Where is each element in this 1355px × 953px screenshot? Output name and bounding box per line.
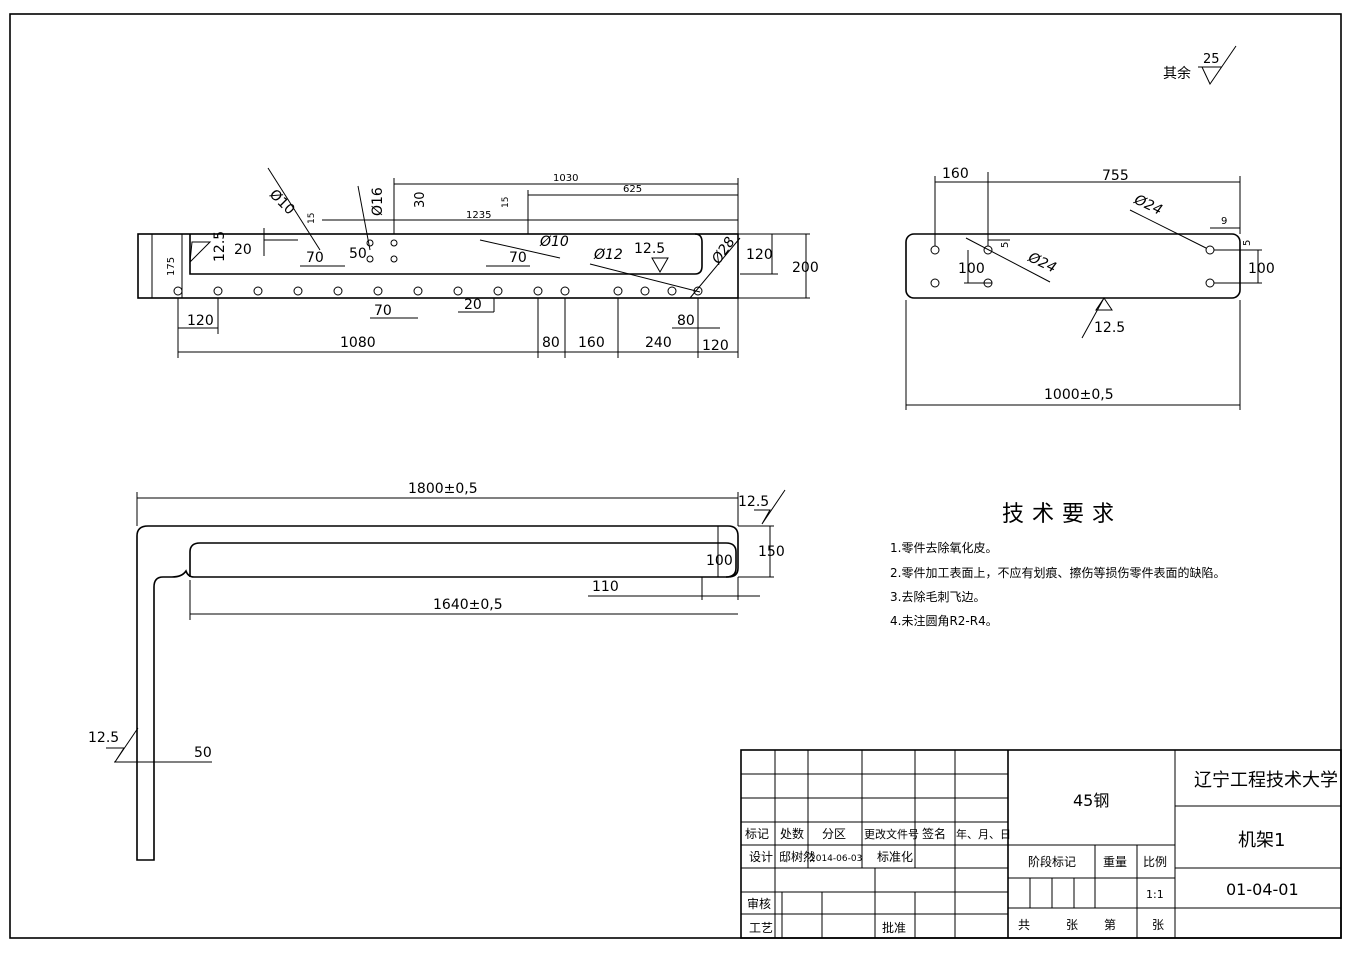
- dim-80-right: 80: [677, 313, 695, 329]
- tb-review: 审核: [747, 896, 771, 911]
- front-dim-150: 150: [758, 544, 785, 560]
- drawing-border: [9, 13, 1342, 939]
- tb-header-count: 处数: [780, 826, 804, 841]
- dim-120-bottom-right: 120: [702, 338, 729, 354]
- side-dim-755: 755: [1102, 168, 1129, 184]
- dim-200: 200: [792, 260, 819, 276]
- dim-120-top-right: 120: [746, 247, 773, 263]
- roughness-prefix: 其余: [1163, 65, 1191, 82]
- tb-weight: 重量: [1103, 855, 1127, 869]
- side-dim-5-left: 5: [1000, 242, 1011, 248]
- side-dim-100-left: 100: [958, 261, 985, 277]
- tb-drawing-no: 01-04-01: [1226, 880, 1299, 899]
- dim-80-bottom: 80: [542, 335, 560, 351]
- tb-header-date: 年、月、日: [956, 827, 1011, 841]
- dim-30: 30: [413, 191, 428, 208]
- technical-requirements: 技术要求 1.零件去除氧化皮。 2.零件加工表面上，不应有划痕、擦伤等损伤零件表…: [890, 502, 1225, 628]
- dim-20-bottom: 20: [464, 297, 482, 313]
- tech-item-4: 4.未注圆角R2-R4。: [890, 613, 998, 628]
- dim-dia12: Ø12: [593, 247, 623, 263]
- dim-20-left: 20: [234, 242, 252, 258]
- dim-dia10-left: Ø10: [266, 187, 298, 219]
- tb-sheets: 张: [1066, 918, 1078, 932]
- front-dim-1640: 1640±0,5: [433, 597, 503, 613]
- dim-15-right: 15: [501, 197, 511, 208]
- dim-175: 175: [166, 257, 177, 276]
- tech-item-2: 2.零件加工表面上，不应有划痕、擦伤等损伤零件表面的缺陷。: [890, 565, 1225, 580]
- front-dim-12.5-top: 12.5: [738, 494, 769, 510]
- tb-sheets2: 张: [1152, 918, 1164, 932]
- tb-approve: 批准: [882, 920, 906, 935]
- hole-row: [173, 239, 703, 296]
- tech-item-1: 1.零件去除氧化皮。: [890, 540, 997, 555]
- dim-1080: 1080: [340, 335, 376, 351]
- tb-designer: 邸树然: [779, 849, 815, 864]
- front-dim-1800: 1800±0,5: [408, 481, 478, 497]
- dim-240: 240: [645, 335, 672, 351]
- side-dim-100-right: 100: [1248, 261, 1275, 277]
- dim-70-c: 70: [509, 250, 527, 266]
- dim-dia10-right: Ø10: [539, 234, 569, 250]
- dim-dia28: Ø28: [708, 234, 738, 268]
- dim-dia16: Ø16: [370, 187, 386, 216]
- tb-header-signature: 签名: [922, 826, 946, 841]
- tb-part-name: 机架1: [1238, 830, 1285, 851]
- tech-item-3: 3.去除毛刺飞边。: [890, 589, 985, 604]
- dim-120-bottom-left: 120: [187, 313, 214, 329]
- dim-12.5-center: 12.5: [634, 241, 665, 257]
- tb-scale: 1:1: [1146, 888, 1164, 901]
- dim-12.5-left: 12.5: [212, 231, 228, 262]
- tb-sheet-no: 第: [1104, 918, 1116, 932]
- title-block: 标记 处数 分区 更改文件号 签名 年、月、日 设计 邸树然 2014-06-0…: [740, 749, 1342, 939]
- front-view: 1800±0,5 12.5 100 150 110 1640±0,5 12.5 …: [88, 481, 786, 861]
- dim-70-a: 70: [306, 250, 324, 266]
- dim-625: 625: [623, 184, 642, 195]
- tb-design-label: 设计: [749, 850, 773, 864]
- top-view: 1030 625 1235 15 15 30 Ø10 Ø16 Ø10 Ø12 Ø…: [137, 167, 819, 358]
- roughness-value: 25: [1203, 52, 1220, 67]
- tb-header-change-doc: 更改文件号: [864, 827, 919, 841]
- side-view: 160 755 Ø24 Ø24 9 5 5 100 100 12.5 1000±…: [905, 166, 1275, 410]
- surface-roughness-note: 其余 25: [1163, 45, 1237, 86]
- front-dim-110: 110: [592, 579, 619, 595]
- dim-1235: 1235: [466, 210, 491, 221]
- side-dim-9: 9: [1221, 216, 1227, 227]
- front-dim-100: 100: [706, 553, 733, 569]
- side-dim-dia24-right: Ø24: [1131, 191, 1165, 218]
- tb-total: 共: [1018, 918, 1030, 932]
- side-dim-160: 160: [942, 166, 969, 182]
- tech-title: 技术要求: [1002, 502, 1122, 527]
- dim-50: 50: [349, 246, 367, 262]
- side-dim-5-right: 5: [1242, 240, 1253, 246]
- tb-date: 2014-06-03: [810, 854, 862, 864]
- front-dim-12.5-left: 12.5: [88, 730, 119, 746]
- tb-school: 辽宁工程技术大学: [1194, 770, 1338, 791]
- side-dim-dia24-left: Ø24: [1025, 249, 1059, 276]
- tb-header-mark: 标记: [745, 827, 769, 841]
- tb-header-zone: 分区: [822, 827, 846, 841]
- side-dim-1000: 1000±0,5: [1044, 387, 1114, 403]
- dim-1030: 1030: [553, 173, 578, 184]
- tb-material: 45钢: [1073, 791, 1109, 810]
- tb-stage-mark: 阶段标记: [1028, 854, 1076, 869]
- tb-standardization: 标准化: [877, 850, 913, 864]
- tb-process: 工艺: [749, 921, 773, 935]
- tb-scale-label: 比例: [1143, 855, 1167, 869]
- side-dim-12.5: 12.5: [1094, 320, 1125, 336]
- dim-70-b: 70: [374, 303, 392, 319]
- dim-160-bottom: 160: [578, 335, 605, 351]
- front-dim-50: 50: [194, 745, 212, 761]
- dim-15-left: 15: [307, 213, 317, 224]
